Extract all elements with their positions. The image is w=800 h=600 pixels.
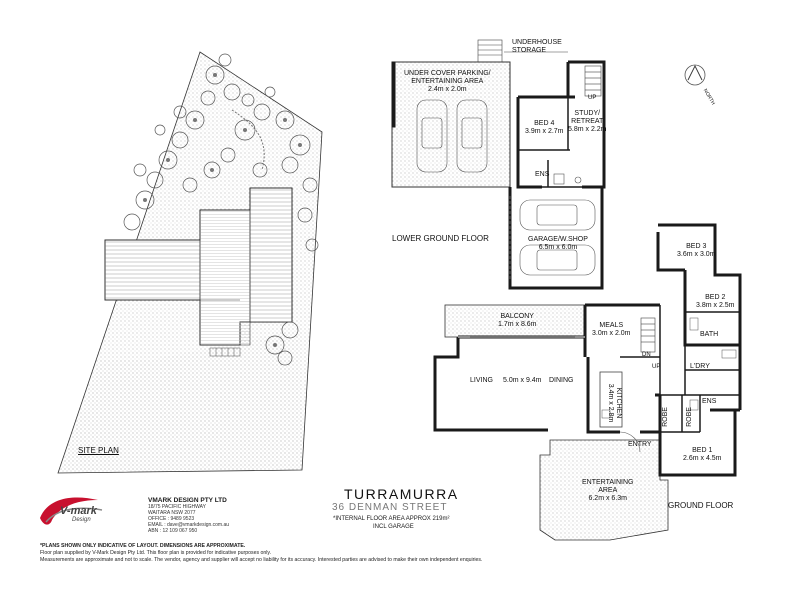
stair-up-lg: UP	[588, 95, 597, 101]
disclaimer-line2: Floor plan supplied by V-Mark Design Pty…	[40, 550, 272, 557]
company-abn: ABN : 12 109 067 950	[148, 528, 198, 534]
lower-ground-label: LOWER GROUND FLOOR	[392, 234, 489, 243]
site-plan	[57, 51, 323, 474]
logo-subtitle: Design	[72, 517, 91, 523]
ground-floor-plan	[433, 223, 742, 541]
disclaimer-line3: Measurements are approximate and not to …	[40, 557, 483, 564]
room-robe1: ROBE	[661, 407, 669, 427]
stair-up-g: UP	[652, 364, 661, 370]
room-dining: DINING	[549, 377, 574, 384]
north-arrow-icon	[684, 64, 706, 86]
parking-dims: 2.4m x 2.0m	[428, 86, 467, 93]
property-suburb: TURRAMURRA	[344, 486, 459, 502]
room-living-dims: 5.0m x 9.4m	[503, 377, 542, 384]
parking-area	[391, 61, 511, 188]
disclaimer-block: *PLANS SHOWN ONLY INDICATIVE OF LAYOUT. …	[40, 543, 482, 565]
room-robe2: ROBE	[685, 407, 693, 427]
underhouse-line2: STORAGE	[512, 47, 547, 54]
underhouse-name: UNDERHOUSE	[512, 39, 562, 46]
room-bed3: BED 3 3.6m x 3.0m	[677, 243, 716, 259]
parking-line2: ENTERTAINING AREA	[411, 78, 484, 85]
room-entry: ENTRY	[628, 441, 652, 448]
ground-floor-label: GROUND FLOOR	[668, 501, 734, 510]
room-bed2: BED 2 3.8m x 2.5m	[696, 294, 735, 310]
room-bed1: BED 1 2.6m x 4.5m	[683, 447, 722, 463]
entertaining-dims: 6.2m x 6.3m	[588, 495, 627, 502]
room-ldry: L'DRY	[690, 363, 710, 370]
bed4-name: BED 4	[534, 120, 555, 127]
bed1-dims: 2.6m x 4.5m	[683, 455, 722, 462]
room-ens-lg: ENS	[535, 171, 550, 178]
vmark-logo-icon	[40, 497, 103, 525]
company-address2: WAITARA NSW 2077	[148, 510, 196, 516]
room-bed4: BED 4 3.9m x 2.7m	[525, 120, 564, 136]
room-underhouse: UNDERHOUSE STORAGE	[512, 39, 562, 55]
room-bath: BATH	[700, 331, 719, 338]
site-plan-label: SITE PLAN	[78, 446, 119, 455]
meals-dims: 3.0m x 2.0m	[592, 330, 631, 337]
stair-dn: DN	[642, 352, 651, 358]
bed3-dims: 3.6m x 3.0m	[677, 251, 716, 258]
trees	[123, 53, 319, 366]
entertaining-name: ENTERTAINING	[582, 479, 634, 486]
room-living: LIVING	[470, 377, 493, 384]
company-address1: 18/75 PACIFIC HIGHWAY	[148, 504, 206, 510]
bed4-dims: 3.9m x 2.7m	[525, 128, 564, 135]
room-kitchen: KITCHEN 3.4m x 2.8m	[606, 373, 622, 433]
room-ens-g: ENS	[702, 398, 717, 405]
room-entertaining: ENTERTAINING AREA 6.2m x 6.3m	[582, 479, 633, 503]
meals-name: MEALS	[599, 322, 624, 329]
room-study: STUDY/ RETREAT 5.8m x 2.2m	[568, 110, 607, 134]
room-garage: GARAGE/W.SHOP 6.5m x 6.0m	[528, 236, 588, 252]
bed3-name: BED 3	[686, 243, 707, 250]
balcony-dims: 1.7m x 8.6m	[498, 321, 537, 328]
bed2-dims: 3.8m x 2.5m	[696, 302, 735, 309]
property-garage-note: INCL GARAGE	[373, 524, 414, 530]
disclaimer-line1: *PLANS SHOWN ONLY INDICATIVE OF LAYOUT. …	[40, 543, 246, 549]
company-name: VMARK DESIGN PTY LTD	[148, 497, 227, 504]
property-area: *INTERNAL FLOOR AREA APPROX 219m²	[333, 516, 450, 522]
entertaining-line2: AREA	[598, 487, 618, 494]
lower-ground-floor-plan	[391, 39, 606, 290]
study-line2: RETREAT	[571, 118, 604, 125]
company-office: OFFICE : 9489 9523	[148, 516, 195, 522]
garage-dims: 6.5m x 6.0m	[538, 244, 578, 251]
underhouse-steps	[477, 39, 503, 63]
logo-wordmark: V-mark	[60, 505, 97, 517]
property-street: 36 DENMAN STREET	[332, 502, 448, 513]
garage-name: GARAGE/W.SHOP	[528, 236, 588, 243]
company-email: EMAIL : dave@vmarkdesign.com.au	[148, 522, 230, 528]
house-roof	[104, 187, 293, 346]
study-dims: 5.8m x 2.2m	[568, 126, 607, 133]
room-balcony: BALCONY 1.7m x 8.6m	[498, 313, 537, 329]
study-name: STUDY/	[574, 110, 601, 117]
room-parking: UNDER COVER PARKING/ ENTERTAINING AREA 2…	[404, 70, 491, 94]
balcony-name: BALCONY	[500, 313, 534, 320]
parking-name: UNDER COVER PARKING/	[404, 70, 491, 77]
room-meals: MEALS 3.0m x 2.0m	[592, 322, 631, 338]
bed1-name: BED 1	[692, 447, 713, 454]
kitchen-name: KITCHEN	[615, 387, 622, 419]
kitchen-dims: 3.4m x 2.8m	[607, 383, 614, 423]
bed2-name: BED 2	[705, 294, 726, 301]
company-details: VMARK DESIGN PTY LTD 18/75 PACIFIC HIGHW…	[148, 497, 258, 534]
